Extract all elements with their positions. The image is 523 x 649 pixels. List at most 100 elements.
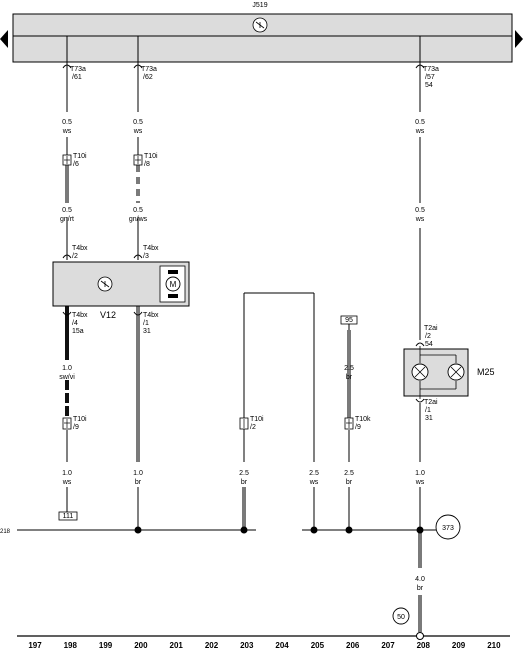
- track-number: 201: [170, 641, 184, 649]
- svg-text:T10i: T10i: [73, 153, 87, 160]
- track-number: 202: [205, 641, 219, 649]
- svg-text:1.0: 1.0: [62, 470, 72, 477]
- svg-text:ws: ws: [62, 479, 72, 486]
- svg-text:br: br: [241, 479, 248, 486]
- v12-terminals: [62, 254, 143, 316]
- svg-text:/6: /6: [73, 161, 79, 168]
- track-number: 205: [311, 641, 325, 649]
- svg-text:ws: ws: [415, 216, 425, 223]
- ref-50-label: 50: [397, 614, 405, 621]
- svg-text:0.5: 0.5: [415, 207, 425, 214]
- v12-connector-labels: T4bx /2 T4bx /3 T4bx /4 15a T4bx /1 31: [72, 245, 159, 335]
- svg-text:/4: /4: [72, 320, 78, 327]
- track-number: 199: [99, 641, 113, 649]
- bulb-icon: [411, 363, 429, 381]
- svg-text:ws: ws: [415, 128, 425, 135]
- svg-text:/3: /3: [143, 253, 149, 260]
- svg-text:br: br: [135, 479, 142, 486]
- v12-electronic-icon: [97, 276, 113, 292]
- svg-text:T10i: T10i: [144, 153, 158, 160]
- svg-text:2.5: 2.5: [309, 470, 319, 477]
- svg-text:0.5: 0.5: [415, 119, 425, 126]
- svg-text:M: M: [170, 280, 177, 289]
- ref-95-box[interactable]: [340, 315, 358, 325]
- svg-text:br: br: [346, 479, 353, 486]
- svg-text:1.0: 1.0: [62, 365, 72, 372]
- svg-text:T4bx: T4bx: [143, 245, 159, 252]
- page-back-arrow-icon[interactable]: [0, 30, 8, 48]
- svg-text:T4bx: T4bx: [72, 245, 88, 252]
- top-terminals: [62, 64, 425, 69]
- svg-text:/9: /9: [73, 424, 79, 431]
- ground-point-icon: [416, 632, 424, 640]
- svg-text:T4bx: T4bx: [143, 312, 159, 319]
- track-number: 204: [275, 641, 289, 649]
- svg-text:T4bx: T4bx: [72, 312, 88, 319]
- wire-spec-labels: 0.5 ws 0.5 ws 0.5 ws 0.5 gn/rt 0.5 gn/ws…: [59, 119, 425, 592]
- svg-text:2.5: 2.5: [239, 470, 249, 477]
- svg-text:31: 31: [143, 328, 151, 335]
- ref-50-circle[interactable]: [392, 607, 410, 625]
- svg-text:54: 54: [425, 341, 433, 348]
- svg-text:T10i: T10i: [250, 416, 264, 423]
- m25-terminals: [415, 342, 425, 403]
- svg-text:/61: /61: [72, 74, 82, 81]
- svg-text:T73a: T73a: [141, 66, 157, 73]
- svg-text:54: 54: [425, 82, 433, 89]
- svg-text:gn/ws: gn/ws: [129, 216, 148, 223]
- ref-373-circle[interactable]: [435, 514, 461, 540]
- plug-connector-labels: T10i /6 T10i /8 T10i /9 T10i /2 T10k /9: [73, 153, 371, 431]
- svg-text:1.0: 1.0: [133, 470, 143, 477]
- svg-text:T10k: T10k: [355, 416, 371, 423]
- track-number: 206: [346, 641, 360, 649]
- track-number: 203: [240, 641, 254, 649]
- track-number: 197: [28, 641, 42, 649]
- svg-text:T73a: T73a: [70, 66, 86, 73]
- bulb-icon: [447, 363, 465, 381]
- ref-218-label: 218: [0, 529, 11, 535]
- m25-internal-wiring: [419, 346, 457, 399]
- junction-dots: [134, 526, 424, 534]
- svg-text:br: br: [346, 374, 353, 381]
- v12-label: V12: [100, 310, 116, 320]
- svg-text:/2: /2: [250, 424, 256, 431]
- electronic-symbol-icon: [252, 17, 268, 33]
- svg-text:1.0: 1.0: [415, 470, 425, 477]
- svg-text:2.5: 2.5: [344, 365, 354, 372]
- motor-icon: M: [165, 270, 181, 298]
- svg-text:sw/vi: sw/vi: [59, 374, 75, 381]
- top-connector-labels: T73a /61 T73a /62 T73a /57 54: [70, 66, 439, 89]
- svg-text:2.5: 2.5: [344, 470, 354, 477]
- track-number: 210: [487, 641, 501, 649]
- svg-text:/2: /2: [425, 333, 431, 340]
- svg-text:T2ai: T2ai: [424, 325, 438, 332]
- svg-text:ws: ws: [415, 479, 425, 486]
- svg-text:T2ai: T2ai: [424, 399, 438, 406]
- svg-text:/1: /1: [425, 407, 431, 414]
- m25-connector-labels: T2ai /2 54 T2ai /1 31: [424, 325, 438, 422]
- ref-111-box[interactable]: [58, 511, 78, 521]
- track-number: 208: [417, 641, 431, 649]
- svg-text:T10i: T10i: [73, 416, 87, 423]
- svg-text:/1: /1: [143, 320, 149, 327]
- track-number: 200: [134, 641, 148, 649]
- track-number: 207: [381, 641, 395, 649]
- m25-label: M25: [477, 367, 495, 377]
- svg-text:/57: /57: [425, 74, 435, 81]
- svg-text:gn/rt: gn/rt: [60, 216, 74, 223]
- coloured-wires: [65, 165, 422, 632]
- control-unit-label: J519: [252, 2, 267, 9]
- svg-text:31: 31: [425, 415, 433, 422]
- plug-pins: [64, 156, 352, 428]
- svg-text:ws: ws: [133, 128, 143, 135]
- svg-text:0.5: 0.5: [133, 119, 143, 126]
- svg-text:/2: /2: [72, 253, 78, 260]
- page-forward-arrow-icon[interactable]: [515, 30, 523, 48]
- svg-text:ws: ws: [309, 479, 319, 486]
- ref-95-label: 95: [345, 317, 353, 324]
- svg-text:0.5: 0.5: [62, 119, 72, 126]
- track-number: 198: [64, 641, 78, 649]
- svg-text:T73a: T73a: [423, 66, 439, 73]
